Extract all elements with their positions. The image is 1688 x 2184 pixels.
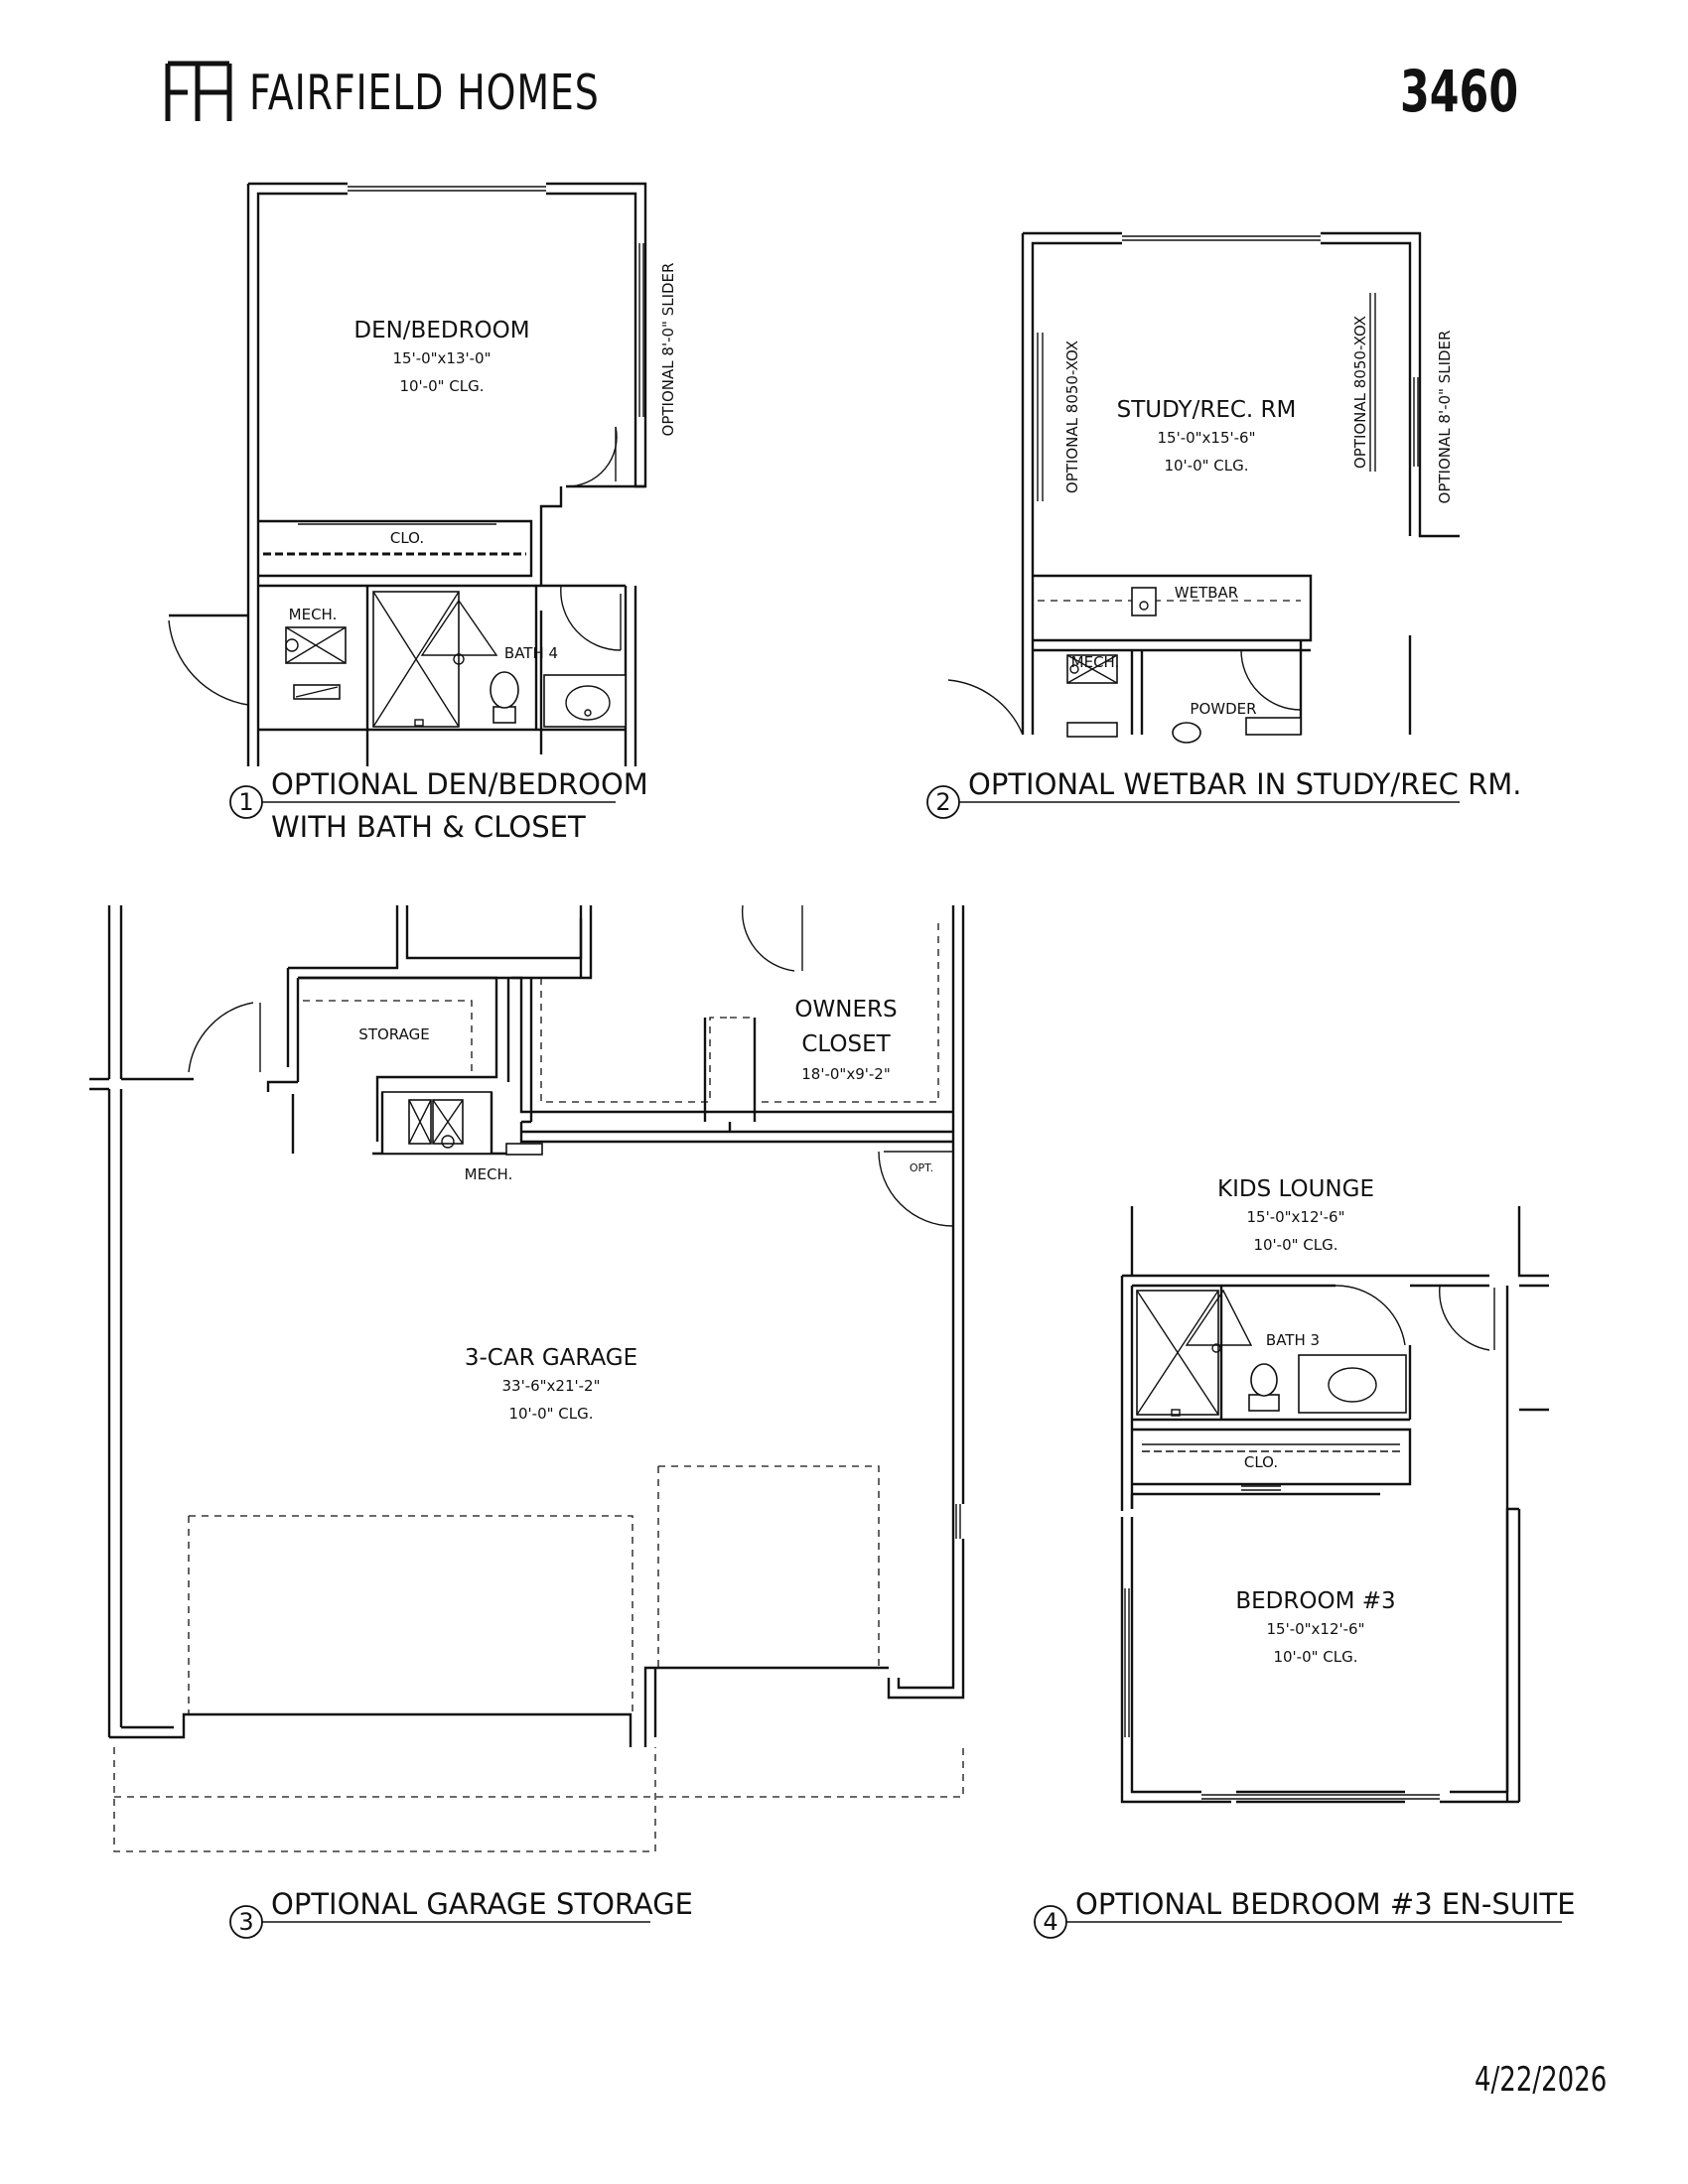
plan1-slider-note: OPTIONAL 8'-0" SLIDER (659, 263, 677, 437)
plan-2-drawing (947, 231, 1460, 744)
study-rec-ceiling: 10'-0" CLG. (1164, 457, 1248, 475)
den-bedroom-label: DEN/BEDROOM (353, 318, 529, 343)
wetbar-label: WETBAR (1175, 584, 1238, 602)
plan3-mech-label: MECH. (465, 1165, 513, 1183)
drawing-date: 4/22/2026 (1475, 2060, 1608, 2100)
plan-4-drawing (1120, 1206, 1549, 1804)
garage-label: 3-CAR GARAGE (465, 1345, 637, 1371)
plan-3-number: 3 (238, 1908, 253, 1936)
plan-1-drawing (168, 182, 647, 766)
plan1-mech-label: MECH. (289, 606, 338, 623)
storage-label: STORAGE (358, 1025, 429, 1043)
garage-size: 33'-6"x21'-2" (501, 1377, 600, 1395)
bedroom3-closet-label: CLO. (1244, 1453, 1278, 1471)
plan-2-caption: 2 OPTIONAL WETBAR IN STUDY/REC RM. (926, 767, 1522, 819)
powder-label: POWDER (1190, 700, 1256, 718)
opt-door-note: OPT. (910, 1161, 933, 1174)
fh-monogram-icon (165, 61, 232, 121)
plan-1-caption-line1: OPTIONAL DEN/BEDROOM (271, 767, 648, 801)
plan2-window-note-left: OPTIONAL 8050-XOX (1063, 341, 1081, 493)
owners-closet-label-2: CLOSET (801, 1031, 891, 1057)
bedroom-3-label: BEDROOM #3 (1235, 1588, 1395, 1614)
den-bedroom-ceiling: 10'-0" CLG. (399, 377, 484, 395)
study-rec-size: 15'-0"x15'-6" (1157, 429, 1255, 447)
plan-number: 3460 (1400, 58, 1519, 125)
plan-3-drawing (89, 904, 965, 1852)
garage-ceiling: 10'-0" CLG. (508, 1405, 593, 1423)
kids-lounge-ceiling: 10'-0" CLG. (1253, 1236, 1337, 1254)
plan2-mech-label: MECH. (1071, 653, 1120, 671)
plan2-slider-note: OPTIONAL 8'-0" SLIDER (1436, 331, 1454, 504)
bedroom-3-ceiling: 10'-0" CLG. (1273, 1648, 1357, 1666)
plan-1-caption: 1 OPTIONAL DEN/BEDROOM WITH BATH & CLOSE… (229, 767, 648, 844)
plan-1-number: 1 (238, 788, 253, 816)
plan-4-number: 4 (1043, 1908, 1057, 1936)
plan-2-number: 2 (935, 788, 950, 816)
plan-2-caption-line1: OPTIONAL WETBAR IN STUDY/REC RM. (968, 767, 1522, 801)
brand-header: FAIRFIELD HOMES (164, 58, 656, 127)
plan-3-caption-line1: OPTIONAL GARAGE STORAGE (271, 1887, 693, 1921)
plan2-window-note-right: OPTIONAL 8050-XOX (1351, 316, 1369, 469)
kids-lounge-size: 15'-0"x12'-6" (1246, 1208, 1344, 1226)
plan-4-caption: 4 OPTIONAL BEDROOM #3 EN-SUITE (1034, 1887, 1576, 1939)
owners-closet-label-1: OWNERS (794, 997, 897, 1023)
plan-1-caption-line2: WITH BATH & CLOSET (271, 810, 586, 844)
brand-name: FAIRFIELD HOMES (249, 64, 600, 121)
plan-4-caption-line1: OPTIONAL BEDROOM #3 EN-SUITE (1075, 1887, 1576, 1921)
bath-3-label: BATH 3 (1266, 1331, 1320, 1349)
den-bedroom-size: 15'-0"x13'-0" (392, 349, 491, 367)
den-closet-label: CLO. (390, 529, 424, 547)
kids-lounge-label: KIDS LOUNGE (1217, 1176, 1374, 1202)
bedroom-3-size: 15'-0"x12'-6" (1266, 1620, 1364, 1638)
owners-closet-size: 18'-0"x9'-2" (801, 1065, 890, 1083)
bath-4-label: BATH 4 (504, 644, 558, 662)
study-rec-label: STUDY/REC. RM (1117, 397, 1297, 423)
plan-3-caption: 3 OPTIONAL GARAGE STORAGE (229, 1887, 693, 1939)
